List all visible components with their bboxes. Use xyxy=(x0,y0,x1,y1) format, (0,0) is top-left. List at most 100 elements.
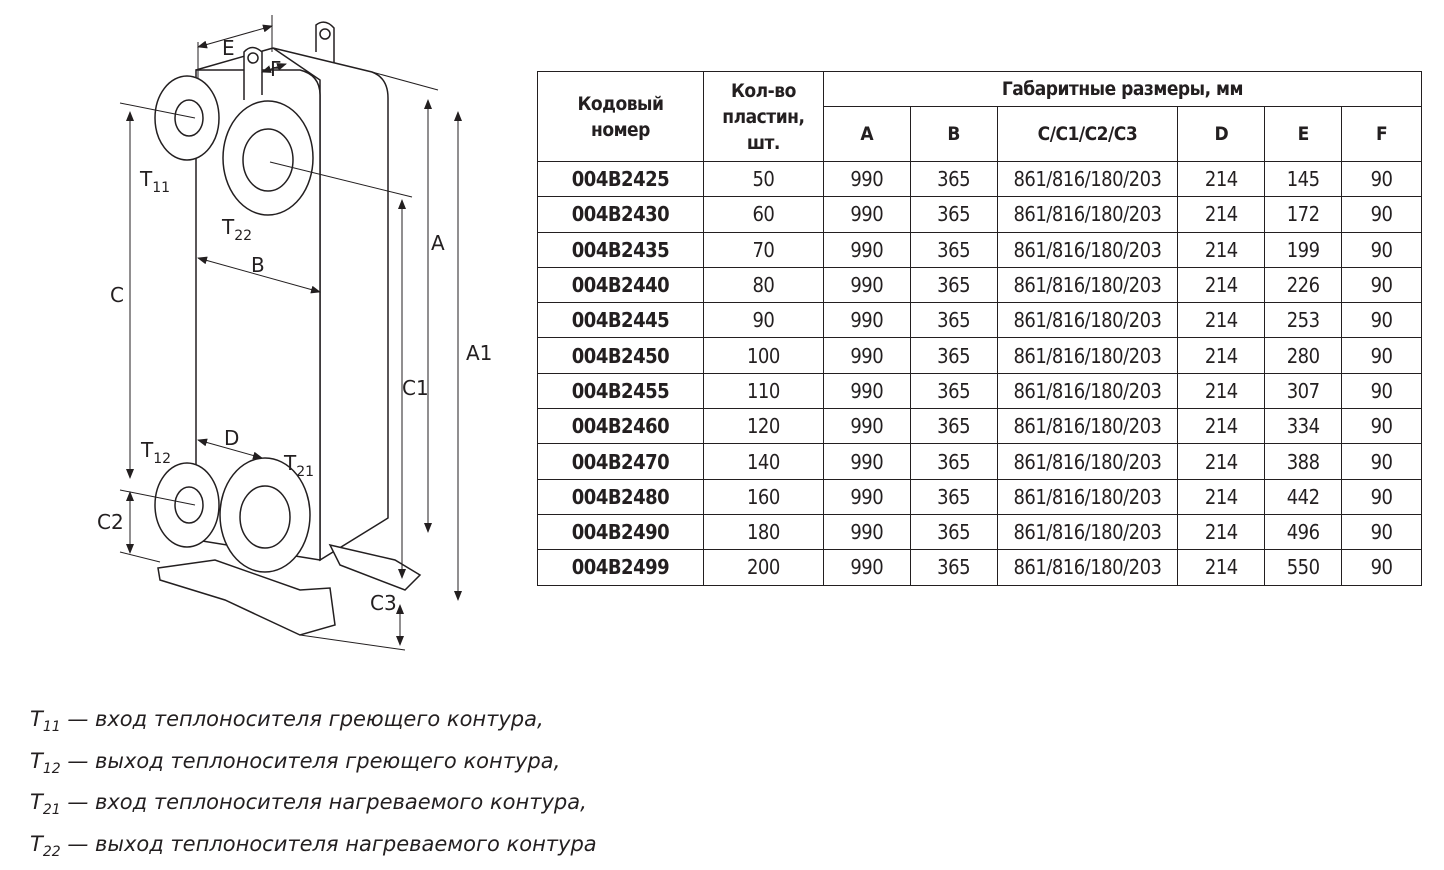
cell-d: 214 xyxy=(1177,160,1266,198)
cell-c: 861/816/180/203 xyxy=(996,478,1179,515)
legend-item: T22 — выход теплоносителя нагреваемого к… xyxy=(30,832,597,861)
cell-e: 226 xyxy=(1264,266,1343,304)
header-c: C/C1/C2/C3 xyxy=(996,106,1179,162)
cell-b: 365 xyxy=(909,549,998,586)
cell-b: 365 xyxy=(909,478,998,515)
cell-c: 861/816/180/203 xyxy=(996,231,1179,268)
exchanger-body xyxy=(154,21,422,636)
cell-c: 861/816/180/203 xyxy=(996,408,1179,445)
heat-exchanger-diagram: E F A A1 B C C1 C2 C3 D T11 T22 T12 T21 xyxy=(97,15,492,651)
cell-b: 365 xyxy=(909,408,998,445)
cell-d: 214 xyxy=(1177,196,1266,233)
cell-d: 214 xyxy=(1177,266,1266,304)
port-label-t11: T11 xyxy=(139,167,170,196)
cell-f: 90 xyxy=(1341,408,1422,445)
dim-label-b: B xyxy=(251,253,265,277)
cell-code: 004B2490 xyxy=(537,513,704,551)
cell-code: 004B2440 xyxy=(537,266,704,304)
dim-label-c1: C1 xyxy=(402,376,429,400)
header-b: B xyxy=(909,106,998,162)
cell-d: 214 xyxy=(1177,549,1266,586)
dim-label-c2: C2 xyxy=(97,510,124,534)
cell-code: 004B2425 xyxy=(537,160,704,198)
cell-e: 253 xyxy=(1264,302,1343,339)
cell-d: 214 xyxy=(1177,372,1266,410)
header-dimensions: Габаритные размеры, мм xyxy=(822,71,1423,107)
cell-a: 990 xyxy=(822,513,911,551)
dim-label-d: D xyxy=(224,426,239,450)
legend-item: T11 — вход теплоносителя греющего контур… xyxy=(30,707,544,736)
dim-label-a: A xyxy=(431,231,445,255)
cell-code: 004B2480 xyxy=(537,478,704,515)
cell-code: 004B2470 xyxy=(537,443,704,480)
cell-b: 365 xyxy=(909,196,998,233)
dim-label-c: C xyxy=(110,283,124,307)
cell-c: 861/816/180/203 xyxy=(996,372,1179,410)
cell-c: 861/816/180/203 xyxy=(996,513,1179,551)
cell-e: 334 xyxy=(1264,408,1343,445)
cell-a: 990 xyxy=(822,196,911,233)
cell-plates: 160 xyxy=(702,478,824,515)
cell-plates: 50 xyxy=(702,160,824,198)
cell-plates: 60 xyxy=(702,196,824,233)
cell-plates: 70 xyxy=(702,231,824,268)
cell-a: 990 xyxy=(822,231,911,268)
dimension-lines xyxy=(119,15,462,651)
cell-e: 442 xyxy=(1264,478,1343,515)
cell-a: 990 xyxy=(822,443,911,480)
port-legend: T11 — вход теплоносителя греющего контур… xyxy=(30,703,597,870)
cell-e: 496 xyxy=(1264,513,1343,551)
header-f: F xyxy=(1341,106,1422,162)
cell-a: 990 xyxy=(822,549,911,586)
dim-label-c3: C3 xyxy=(370,591,397,615)
cell-f: 90 xyxy=(1341,478,1422,515)
port-label-t12: T12 xyxy=(140,438,171,467)
cell-c: 861/816/180/203 xyxy=(996,266,1179,304)
cell-plates: 110 xyxy=(702,372,824,410)
cell-f: 90 xyxy=(1341,372,1422,410)
cell-f: 90 xyxy=(1341,231,1422,268)
cell-f: 90 xyxy=(1341,549,1422,586)
cell-a: 990 xyxy=(822,337,911,374)
cell-e: 172 xyxy=(1264,196,1343,233)
cell-c: 861/816/180/203 xyxy=(996,196,1179,233)
cell-plates: 90 xyxy=(702,302,824,339)
cell-d: 214 xyxy=(1177,478,1266,515)
cell-c: 861/816/180/203 xyxy=(996,337,1179,374)
cell-f: 90 xyxy=(1341,337,1422,374)
dim-label-e: E xyxy=(222,36,235,60)
cell-b: 365 xyxy=(909,302,998,339)
cell-e: 199 xyxy=(1264,231,1343,268)
cell-plates: 80 xyxy=(702,266,824,304)
cell-e: 388 xyxy=(1264,443,1343,480)
cell-e: 307 xyxy=(1264,372,1343,410)
cell-d: 214 xyxy=(1177,337,1266,374)
cell-c: 861/816/180/203 xyxy=(996,302,1179,339)
cell-d: 214 xyxy=(1177,513,1266,551)
cell-c: 861/816/180/203 xyxy=(996,160,1179,198)
cell-a: 990 xyxy=(822,372,911,410)
cell-d: 214 xyxy=(1177,231,1266,268)
dimensions-table: Кодовый номер Кол-во пластин, шт. Габари… xyxy=(537,71,1423,586)
cell-f: 90 xyxy=(1341,513,1422,551)
header-d: D xyxy=(1177,106,1266,162)
header-plates: Кол-во пластин, шт. xyxy=(702,71,824,162)
header-a: A xyxy=(822,106,911,162)
cell-f: 90 xyxy=(1341,302,1422,339)
cell-code: 004B2460 xyxy=(537,408,704,445)
cell-f: 90 xyxy=(1341,160,1422,198)
legend-item: T21 — вход теплоносителя нагреваемого ко… xyxy=(30,790,587,819)
cell-d: 214 xyxy=(1177,408,1266,445)
cell-d: 214 xyxy=(1177,302,1266,339)
